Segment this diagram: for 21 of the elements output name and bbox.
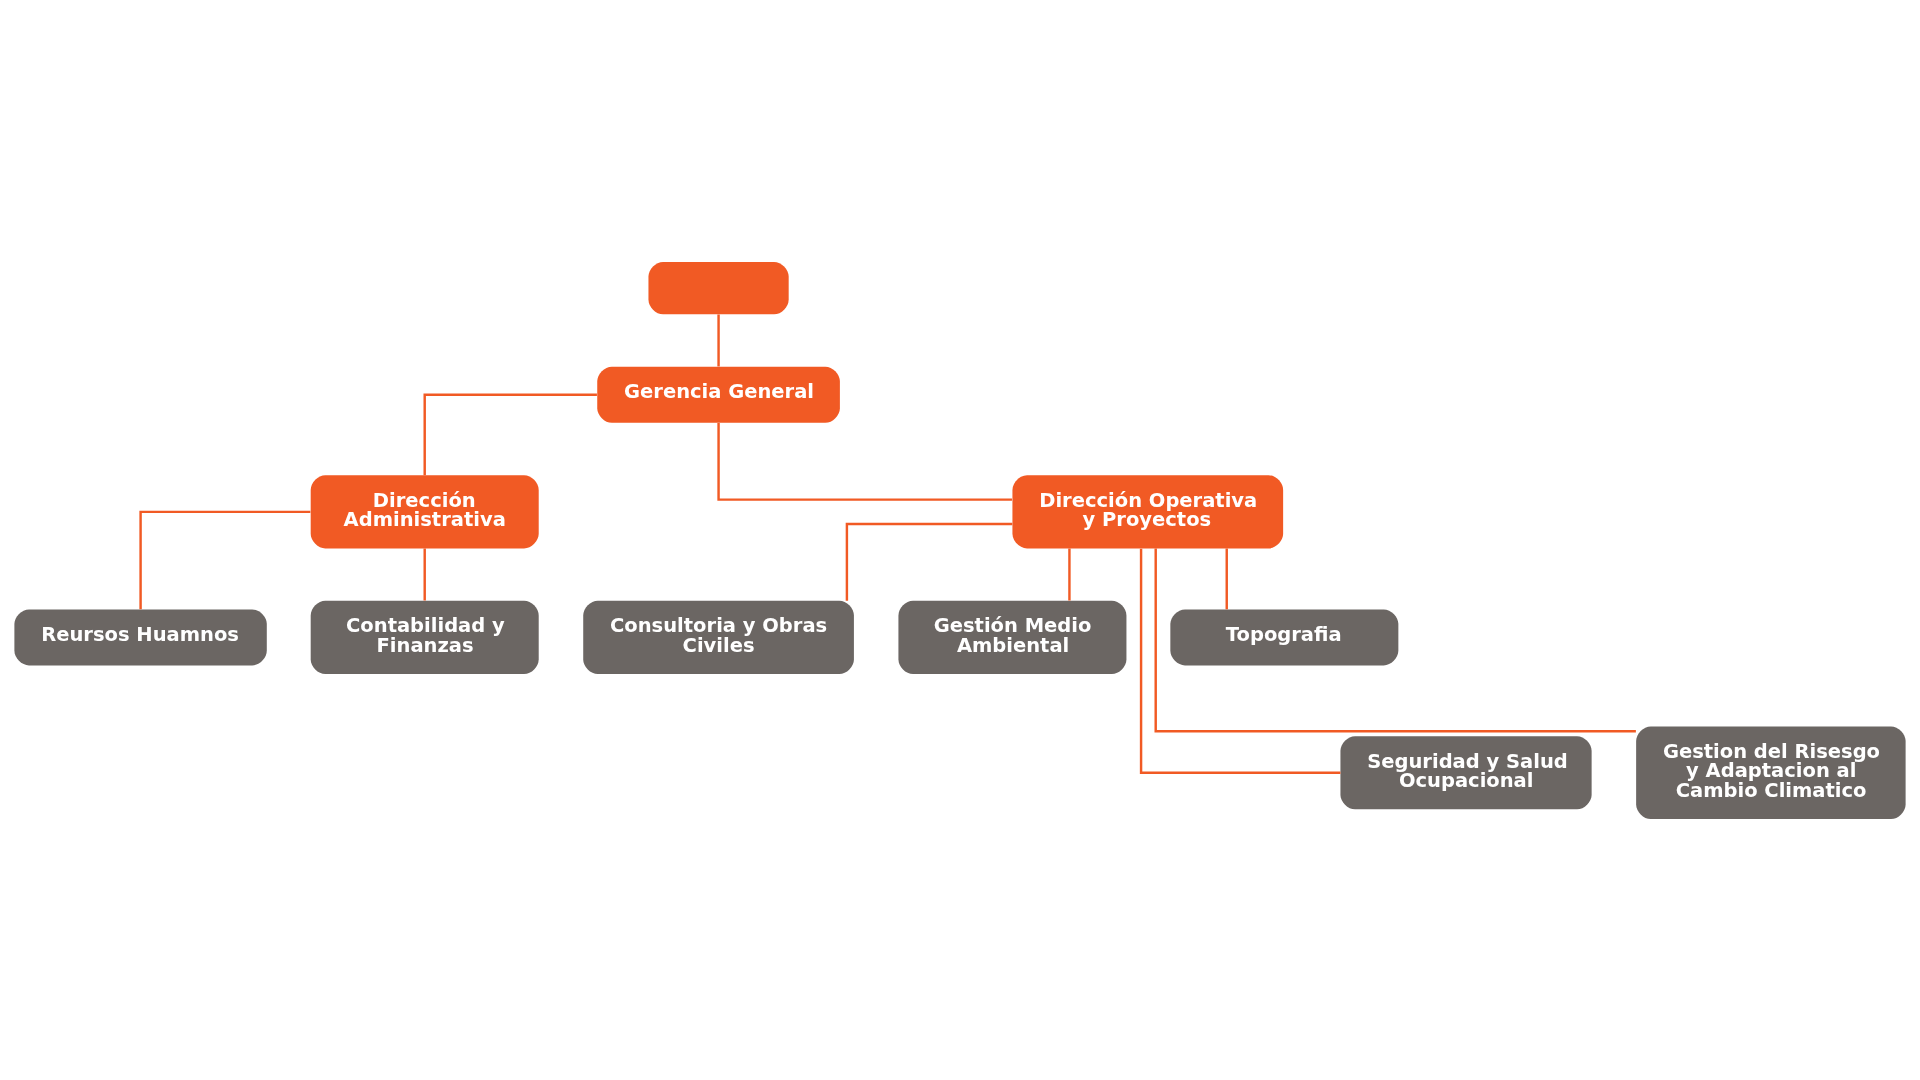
connector [423,548,426,600]
node-box: Reursos Huamnos [14,608,267,665]
node-box: Dirección Administrativa [310,474,539,548]
connector [1225,548,1228,609]
node-box: Gerencia General [597,366,840,423]
connector [1154,548,1636,733]
connector [1139,548,1341,774]
node-box: Consultoria y Obras Civiles [583,600,854,674]
node-box: Seguridad y Salud Ocupacional [1340,735,1592,809]
connector [423,393,597,475]
connector [1068,548,1071,600]
node-box: Gestión Medio Ambiental [898,600,1127,674]
connector [845,522,1013,601]
node-box: Contabilidad y Finanzas [310,600,539,674]
node-box: Topografia [1170,608,1399,665]
connector [717,313,720,366]
connector [717,422,1012,501]
node-box [648,261,789,314]
node-box: Gestion del Risesgo y Adaptacion al Cambio Climatico [1636,725,1906,819]
connector [139,510,311,609]
node-box: Dirección Operativa y Proyectos [1012,474,1284,548]
